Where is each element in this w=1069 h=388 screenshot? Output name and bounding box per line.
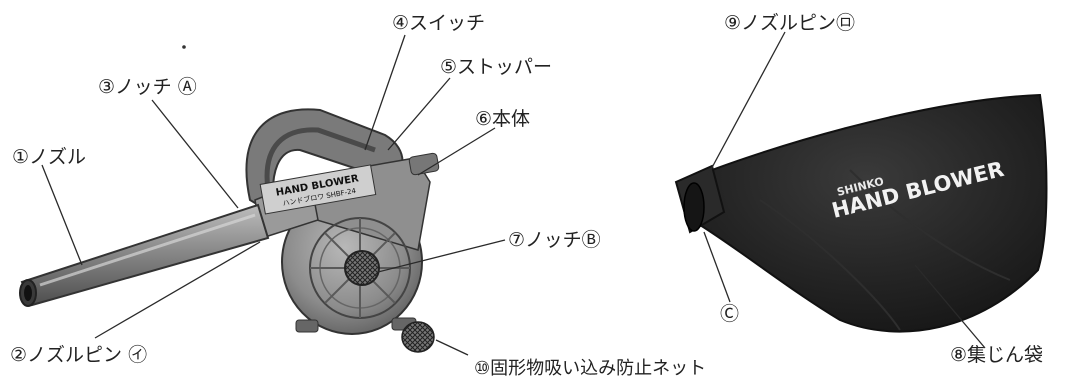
leader-body <box>417 127 496 176</box>
leader-dust-bag <box>914 264 986 349</box>
dust-bag-illustration: SHINKO HAND BLOWER <box>674 93 1048 333</box>
label-notch-b: ⑦ノッチⒷ <box>508 229 601 251</box>
label-dust-bag: ⑧集じん袋 <box>950 344 1044 366</box>
label-notch-a: ③ノッチ Ⓐ <box>98 76 197 98</box>
label-solid-object-net: ⑩固形物吸い込み防止ネット <box>474 358 707 379</box>
leader-nozzle-pin-i <box>94 241 261 339</box>
label-stopper: ⑤ストッパー <box>440 56 553 78</box>
leader-nozzle <box>41 164 83 266</box>
label-mark-c: Ⓒ <box>720 303 740 325</box>
stray-dot <box>182 45 186 49</box>
leader-solid-net <box>435 339 469 356</box>
leader-stopper <box>387 77 451 151</box>
blower-nozzle <box>20 203 270 307</box>
label-body: ⑥本体 <box>475 108 531 130</box>
label-nozzle-pin-ro: ⑨ノズルピン㋺ <box>724 12 856 34</box>
label-switch: ④スイッチ <box>392 12 486 34</box>
leader-lines <box>41 31 986 356</box>
leader-nozzle-pin-ro <box>707 31 786 176</box>
intake-mesh <box>344 250 380 286</box>
dust-bag <box>684 93 1048 333</box>
solid-object-net-illustration <box>401 321 435 353</box>
leader-notch-a <box>151 99 239 209</box>
hand-blower-illustration: HAND BLOWER ハンドブロワ SHBF-24 <box>19 45 440 335</box>
leader-switch <box>364 34 406 151</box>
leader-mark-c <box>703 231 731 303</box>
label-nozzle: ①ノズル <box>12 146 87 168</box>
label-nozzle-pin-i: ②ノズルピン ㋑ <box>10 344 148 366</box>
leader-notch-b <box>377 239 506 273</box>
